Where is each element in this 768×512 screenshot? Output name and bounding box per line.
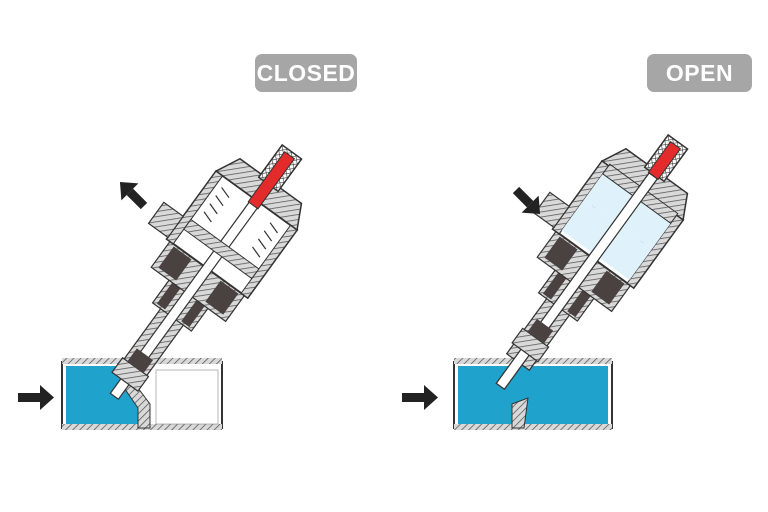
open-label-badge: OPEN	[647, 54, 752, 92]
arrow-up-left-icon	[119, 181, 148, 210]
closed-valve	[18, 107, 334, 430]
closed-label-badge: CLOSED	[255, 54, 357, 92]
arrow-right-icon	[402, 385, 438, 410]
through-fluid	[458, 366, 608, 424]
arrow-down-right-icon	[512, 186, 541, 215]
piston-indicator-red	[247, 150, 296, 210]
arrow-right-icon	[18, 385, 54, 410]
open-valve	[402, 97, 720, 430]
